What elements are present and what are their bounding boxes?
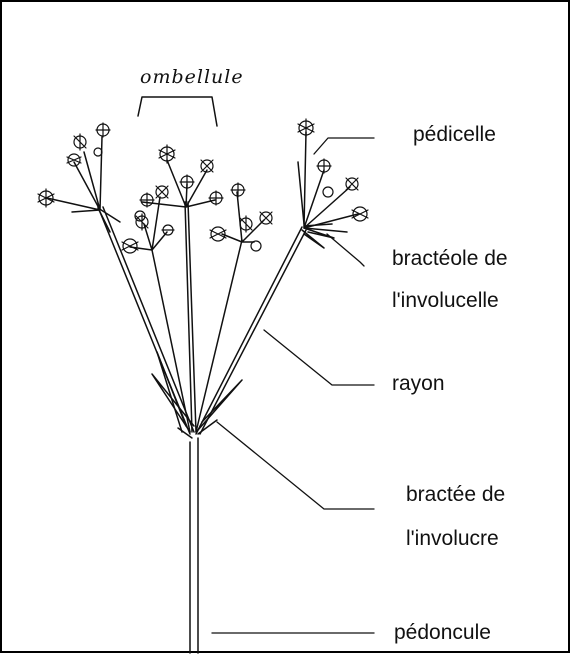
bracteole-label-line1: bractéole de <box>392 246 508 272</box>
pedicelle-label: pédicelle <box>413 122 496 148</box>
rays <box>98 202 306 434</box>
pedoncule-label: pédoncule <box>394 620 491 646</box>
bractee-label-line2: l'involucre <box>406 526 499 552</box>
rayon-label: rayon <box>392 371 445 397</box>
bractee-label-line1: bractée de <box>406 482 505 508</box>
umbellet-center-right <box>222 192 264 242</box>
umbellet-right <box>298 132 358 232</box>
ombellule-label: ombellule <box>140 66 244 88</box>
ombellule-bracket <box>138 97 217 126</box>
peduncle-stem <box>190 438 198 653</box>
bracteole-label-line2: l'involucelle <box>392 288 499 314</box>
umbellet-left <box>47 137 120 232</box>
